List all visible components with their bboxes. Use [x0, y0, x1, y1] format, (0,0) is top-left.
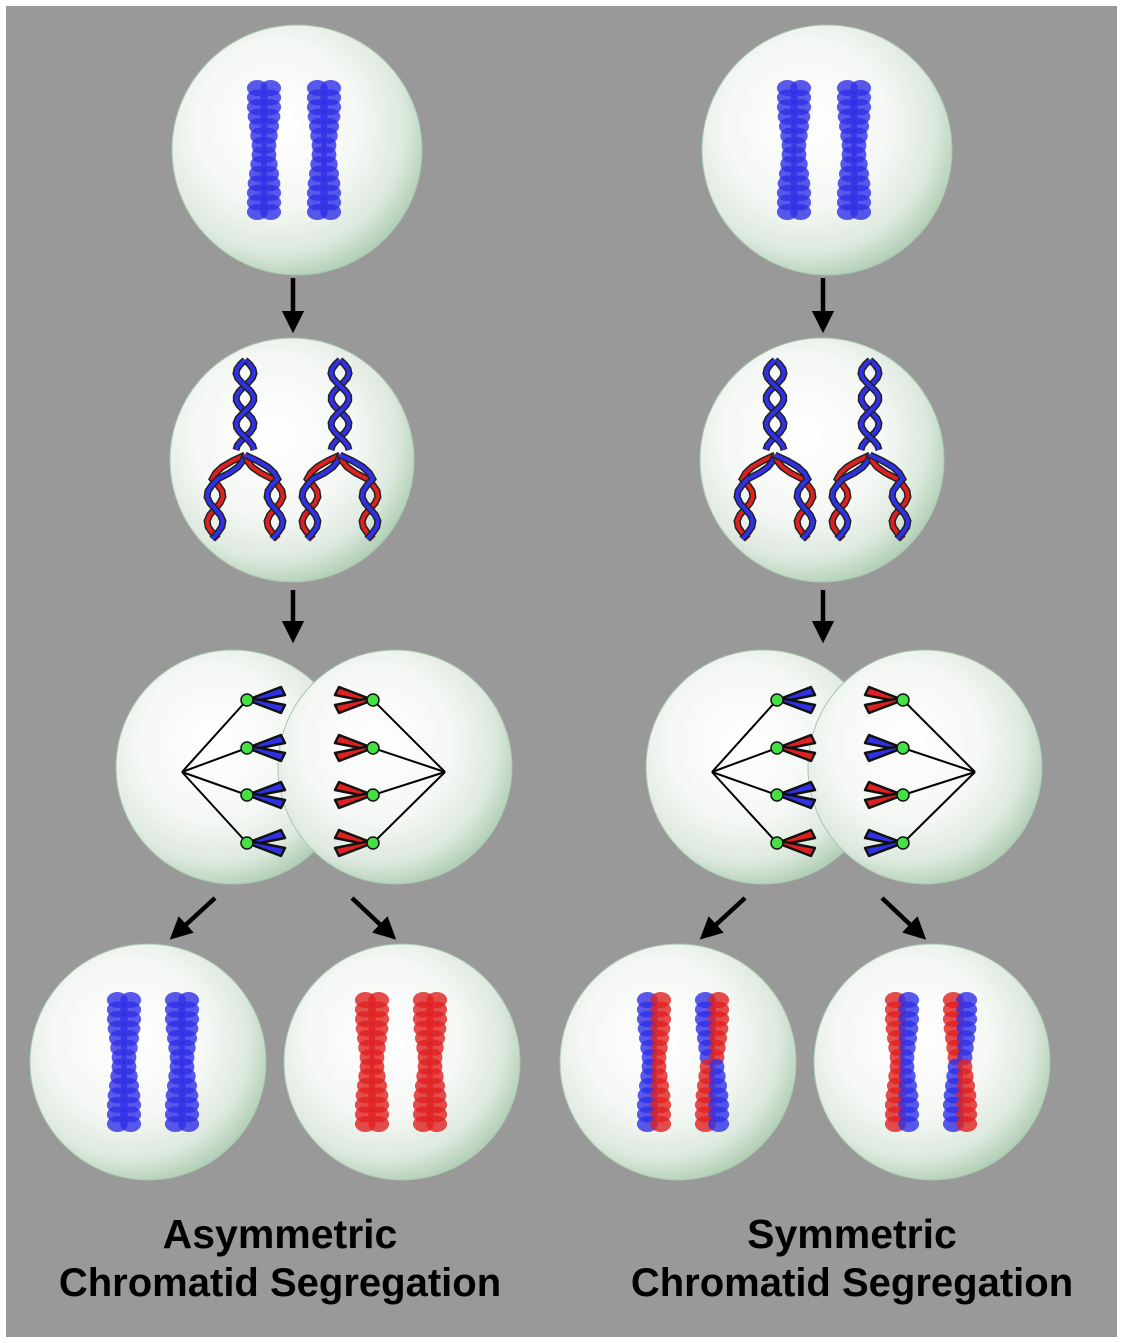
caption-symmetric-line1: Symmetric — [592, 1210, 1112, 1259]
symmetric-daughter-cell-left — [560, 944, 796, 1180]
caption-asymmetric-line1: Asymmetric — [30, 1210, 530, 1259]
caption-symmetric: Symmetric Chromatid Segregation — [592, 1210, 1112, 1307]
symmetric-daughter-cell-right — [814, 944, 1050, 1180]
asymmetric-replication-cell — [170, 338, 414, 582]
caption-asymmetric-line2: Chromatid Segregation — [30, 1259, 530, 1307]
symmetric-mitosis-cell-right — [808, 650, 1042, 884]
asymmetric-mitosis-cell-right — [278, 650, 512, 884]
caption-asymmetric: Asymmetric Chromatid Segregation — [30, 1210, 530, 1307]
asymmetric-daughter-cell-right — [284, 944, 520, 1180]
symmetric-replication-cell — [700, 338, 944, 582]
caption-symmetric-line2: Chromatid Segregation — [592, 1259, 1112, 1307]
symmetric-parent-cell — [702, 25, 952, 275]
asymmetric-daughter-cell-left — [30, 944, 266, 1180]
asymmetric-parent-cell — [172, 25, 422, 275]
